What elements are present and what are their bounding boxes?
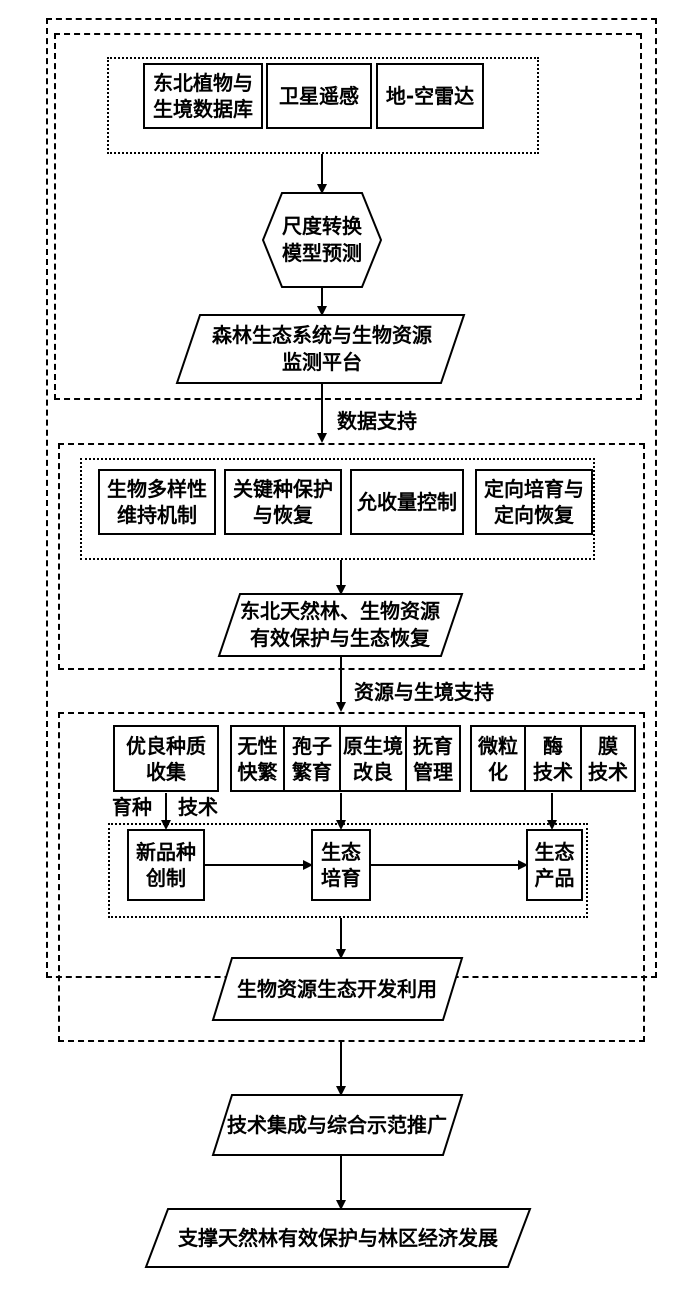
protection-result-label: 东北天然林、生物资源 有效保护与生态恢复 bbox=[240, 599, 440, 650]
cultivation-tending: 抚育 管理 bbox=[405, 725, 461, 792]
utilization-parallelogram bbox=[211, 957, 464, 1021]
chain-eco-cultivation: 生态 培育 bbox=[311, 829, 371, 901]
item-directed-cultivation: 定向培育与 定向恢复 bbox=[475, 469, 593, 535]
monitoring-region bbox=[54, 33, 642, 400]
label-breeding: 育种 bbox=[112, 795, 152, 819]
utilization-label: 生物资源生态开发利用 bbox=[237, 976, 437, 1001]
platform-parallelogram bbox=[175, 314, 466, 384]
item-harvest-control: 允收量控制 bbox=[350, 469, 464, 535]
protection-parallelogram bbox=[217, 593, 464, 657]
cultivation-spore: 孢子 繁育 bbox=[283, 725, 341, 792]
model-hexagon bbox=[261, 192, 383, 288]
source-plant-database: 东北植物与 生境数据库 bbox=[143, 63, 263, 129]
cultivation-asexual: 无性 快繁 bbox=[230, 725, 285, 792]
chain-eco-product: 生态 产品 bbox=[526, 829, 583, 901]
processing-enzyme: 酶 技术 bbox=[524, 725, 582, 792]
source-satellite-remote-sensing: 卫星遥感 bbox=[266, 63, 372, 129]
final-parallelogram bbox=[144, 1208, 532, 1268]
integration-label: 技术集成与综合示范推广 bbox=[227, 1112, 447, 1137]
protection-items-group bbox=[80, 458, 595, 560]
germplasm-collection: 优良种质 收集 bbox=[113, 725, 219, 792]
label-data-support: 数据支持 bbox=[337, 409, 417, 433]
development-region bbox=[58, 712, 645, 1042]
processing-micronization: 微粒 化 bbox=[470, 725, 526, 792]
item-biodiversity: 生物多样性 维持机制 bbox=[98, 469, 216, 535]
integration-parallelogram bbox=[211, 1094, 464, 1156]
protection-region bbox=[58, 443, 645, 670]
source-ground-air-radar: 地-空雷达 bbox=[376, 63, 484, 129]
data-sources-group bbox=[107, 57, 539, 154]
label-technology: 技术 bbox=[178, 795, 218, 819]
final-label: 支撑天然林有效保护与林区经济发展 bbox=[178, 1225, 498, 1250]
item-key-species: 关键种保护 与恢复 bbox=[224, 469, 342, 535]
chain-group bbox=[108, 823, 588, 918]
cultivation-habitat-improvement: 原生境 改良 bbox=[339, 725, 407, 792]
chain-new-variety: 新品种 创制 bbox=[127, 829, 205, 901]
platform-label: 森林生态系统与生物资源 监测平台 bbox=[212, 323, 432, 374]
processing-membrane: 膜 技术 bbox=[580, 725, 636, 792]
model-label: 尺度转换 模型预测 bbox=[282, 214, 362, 265]
label-habitat-support: 资源与生境支持 bbox=[354, 680, 494, 704]
